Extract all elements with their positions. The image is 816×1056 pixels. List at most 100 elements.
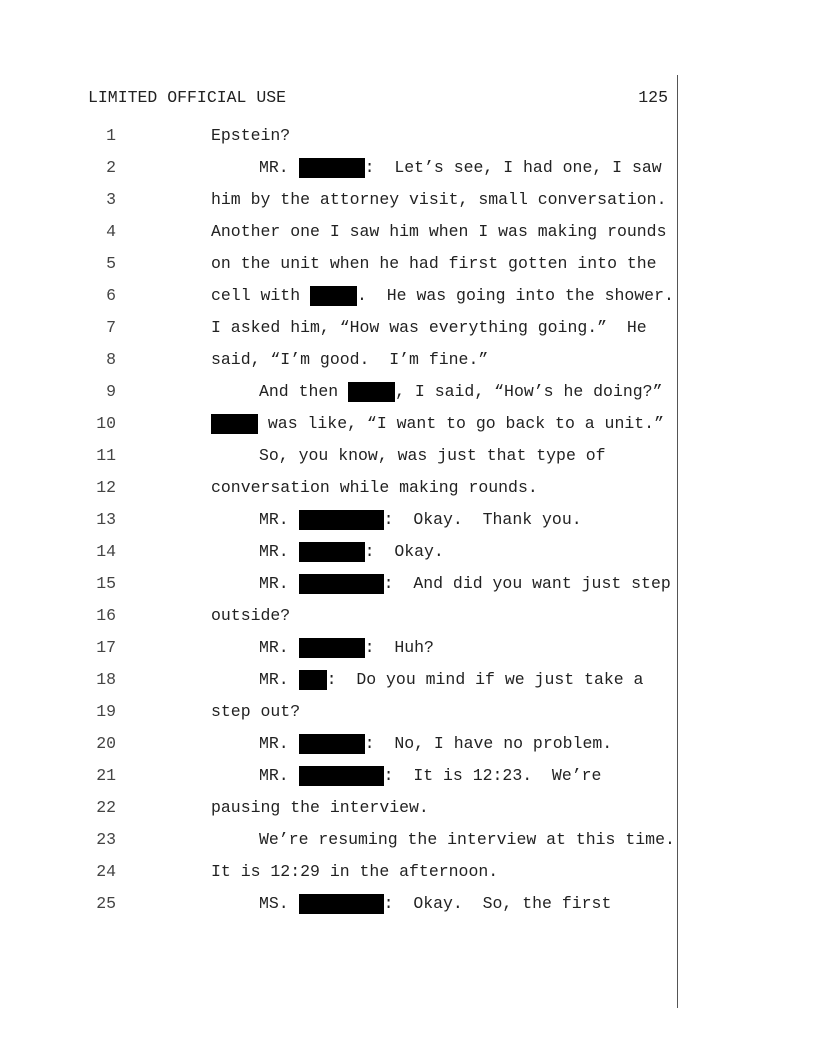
- line-number: 1: [106, 126, 116, 145]
- text-segment: : And did you want just step: [383, 574, 671, 593]
- line-number: 8: [106, 350, 116, 369]
- line-text: was like, “I want to go back to a unit.”: [211, 414, 664, 434]
- line-text: MS. : Okay. So, the first: [259, 894, 611, 914]
- line-number: 13: [96, 510, 116, 529]
- redaction-box: [211, 414, 258, 434]
- transcript-line: 11 So, you know, was just that type of: [0, 446, 816, 466]
- line-text: So, you know, was just that type of: [259, 446, 606, 466]
- text-segment: MR.: [259, 638, 299, 657]
- classification-header: LIMITED OFFICIAL USE: [88, 88, 287, 107]
- text-segment: MS.: [259, 894, 299, 913]
- text-segment: : Okay. So, the first: [383, 894, 612, 913]
- redaction-box: [298, 510, 384, 530]
- line-number: 19: [96, 702, 116, 721]
- text-segment: on the unit when he had first gotten int…: [211, 254, 657, 273]
- line-text: MR. : Huh?: [259, 638, 434, 658]
- transcript-line: 15 MR. : And did you want just step: [0, 574, 816, 594]
- line-number: 4: [106, 222, 116, 241]
- text-segment: : Okay.: [364, 542, 444, 561]
- text-segment: , I said, “How’s he doing?”: [395, 382, 663, 401]
- transcript-line: 5 on the unit when he had first gotten in…: [0, 254, 816, 274]
- line-number: 15: [96, 574, 116, 593]
- line-text: MR. : Let’s see, I had one, I saw: [259, 158, 662, 178]
- line-number: 3: [106, 190, 116, 209]
- text-segment: MR.: [259, 734, 299, 753]
- line-number: 17: [96, 638, 116, 657]
- text-segment: : No, I have no problem.: [364, 734, 613, 753]
- redaction-box: [298, 542, 365, 562]
- line-number: 16: [96, 606, 116, 625]
- text-segment: : It is 12:23. We’re: [383, 766, 602, 785]
- transcript-line: 8 said, “I’m good. I’m fine.”: [0, 350, 816, 370]
- line-number: 5: [106, 254, 116, 273]
- page-number: 125: [638, 88, 668, 107]
- line-text: him by the attorney visit, small convers…: [211, 190, 666, 210]
- text-segment: MR.: [259, 542, 299, 561]
- margin-rule: [677, 75, 678, 1008]
- transcript-line: 6 cell with . He was going into the showe…: [0, 286, 816, 306]
- transcript-line: 19 step out?: [0, 702, 816, 722]
- transcript-line: 4 Another one I saw him when I was making…: [0, 222, 816, 242]
- transcript-line: 10 was like, “I want to go back to a uni…: [0, 414, 816, 434]
- text-segment: So, you know, was just that type of: [259, 446, 606, 465]
- redaction-box: [298, 894, 384, 914]
- line-text: on the unit when he had first gotten int…: [211, 254, 657, 274]
- transcript-line: 25 MS. : Okay. So, the first: [0, 894, 816, 914]
- text-segment: We’re resuming the interview at this tim…: [259, 830, 675, 849]
- text-segment: And then: [259, 382, 349, 401]
- line-text: said, “I’m good. I’m fine.”: [211, 350, 488, 370]
- line-number: 21: [96, 766, 116, 785]
- text-segment: him by the attorney visit, small convers…: [211, 190, 667, 209]
- text-segment: step out?: [211, 702, 301, 721]
- transcript-line: 20 MR. : No, I have no problem.: [0, 734, 816, 754]
- text-segment: It is 12:29 in the afternoon.: [211, 862, 499, 881]
- line-number: 11: [96, 446, 116, 465]
- line-text: MR. : It is 12:23. We’re: [259, 766, 601, 786]
- line-text: cell with . He was going into the shower…: [211, 286, 674, 306]
- redaction-box: [310, 286, 358, 306]
- transcript-line: 22 pausing the interview.: [0, 798, 816, 818]
- text-segment: MR.: [259, 574, 299, 593]
- line-text: It is 12:29 in the afternoon.: [211, 862, 498, 882]
- text-segment: Epstein?: [211, 126, 291, 145]
- transcript-line: 24 It is 12:29 in the afternoon.: [0, 862, 816, 882]
- redaction-box: [298, 638, 365, 658]
- line-number: 14: [96, 542, 116, 561]
- line-text: MR. : Okay. Thank you.: [259, 510, 582, 530]
- text-segment: said, “I’m good. I’m fine.”: [211, 350, 489, 369]
- line-number: 12: [96, 478, 116, 497]
- text-segment: cell with: [211, 286, 311, 305]
- line-number: 2: [106, 158, 116, 177]
- line-number: 7: [106, 318, 116, 337]
- line-text: outside?: [211, 606, 290, 626]
- line-number: 18: [96, 670, 116, 689]
- line-number: 20: [96, 734, 116, 753]
- text-segment: : Okay. Thank you.: [383, 510, 582, 529]
- transcript-line: 17 MR. : Huh?: [0, 638, 816, 658]
- text-segment: conversation while making rounds.: [211, 478, 538, 497]
- redaction-box: [348, 382, 396, 402]
- line-text: MR. : And did you want just step: [259, 574, 671, 594]
- text-segment: MR.: [259, 510, 299, 529]
- text-segment: was like, “I want to go back to a unit.”: [258, 414, 664, 433]
- text-segment: MR.: [259, 670, 299, 689]
- line-text: conversation while making rounds.: [211, 478, 538, 498]
- line-number: 10: [96, 414, 116, 433]
- line-text: MR. : No, I have no problem.: [259, 734, 612, 754]
- text-segment: : Huh?: [364, 638, 434, 657]
- text-segment: outside?: [211, 606, 291, 625]
- text-segment: Another one I saw him when I was making …: [211, 222, 667, 241]
- line-number: 25: [96, 894, 116, 913]
- line-text: And then , I said, “How’s he doing?”: [259, 382, 662, 402]
- line-number: 24: [96, 862, 116, 881]
- text-segment: : Let’s see, I had one, I saw: [364, 158, 662, 177]
- line-number: 22: [96, 798, 116, 817]
- transcript-line: 3 him by the attorney visit, small conver…: [0, 190, 816, 210]
- line-text: pausing the interview.: [211, 798, 429, 818]
- line-text: step out?: [211, 702, 300, 722]
- line-number: 6: [106, 286, 116, 305]
- redaction-box: [298, 574, 384, 594]
